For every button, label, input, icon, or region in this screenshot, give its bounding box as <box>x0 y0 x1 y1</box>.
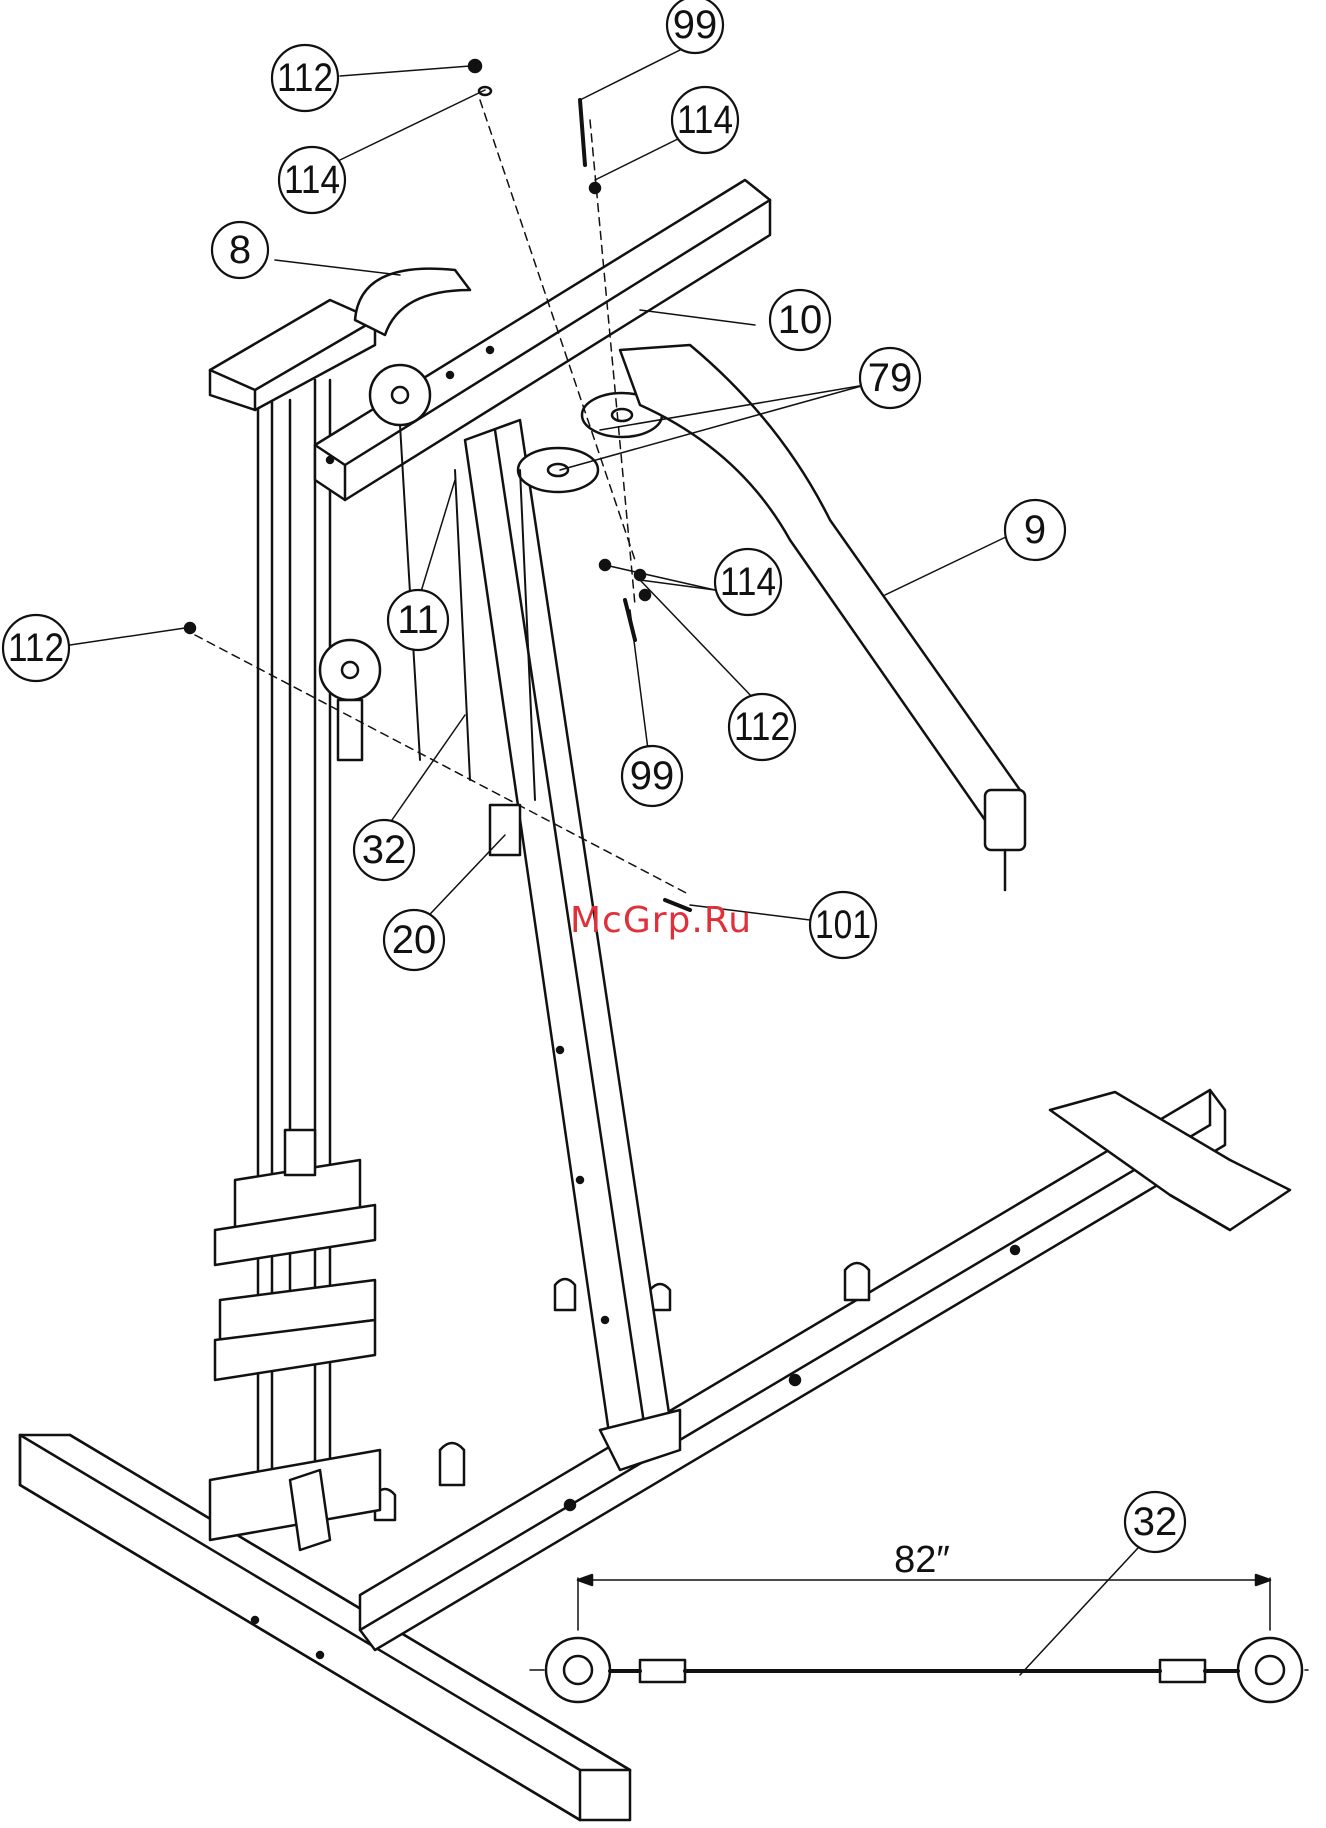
hardware-dots <box>185 60 690 910</box>
watermark-text: McGrp.Ru <box>570 900 752 941</box>
callout-label-32: 32 <box>362 828 407 872</box>
callout-label-114-top-right: 114 <box>677 98 733 142</box>
dimension-label: 82″ <box>894 1539 950 1581</box>
lat-arm <box>620 345 1025 890</box>
pulley-79-front <box>518 448 598 492</box>
callout-label-114-top-left: 114 <box>284 158 340 202</box>
callout-label-99-top: 99 <box>673 3 718 47</box>
weight-stack <box>210 1130 380 1550</box>
pulley-top-left <box>370 365 430 425</box>
callout-label-10: 10 <box>778 298 823 342</box>
callout-label-112-mid: 112 <box>734 705 790 749</box>
assembly-dashed-lines <box>195 100 690 895</box>
callout-label-112-top: 112 <box>277 56 333 100</box>
callout-label-112-left: 112 <box>8 626 64 670</box>
callout-label-20: 20 <box>392 918 437 962</box>
callout-label-79: 79 <box>868 356 913 400</box>
callout-label-114-mid: 114 <box>720 560 776 604</box>
front-upright <box>465 420 680 1470</box>
callout-label-11: 11 <box>397 598 439 642</box>
callout-label-32-detail: 32 <box>1133 1500 1178 1544</box>
callout-label-8: 8 <box>229 228 251 272</box>
top-left-head <box>210 300 375 410</box>
rear-curved-arm <box>355 269 470 335</box>
callout-label-9: 9 <box>1024 508 1046 552</box>
bracket-20 <box>490 805 520 855</box>
callout-label-99-mid: 99 <box>630 754 675 798</box>
long-base-rail <box>360 1090 1225 1650</box>
callout-label-101: 101 <box>815 903 871 947</box>
